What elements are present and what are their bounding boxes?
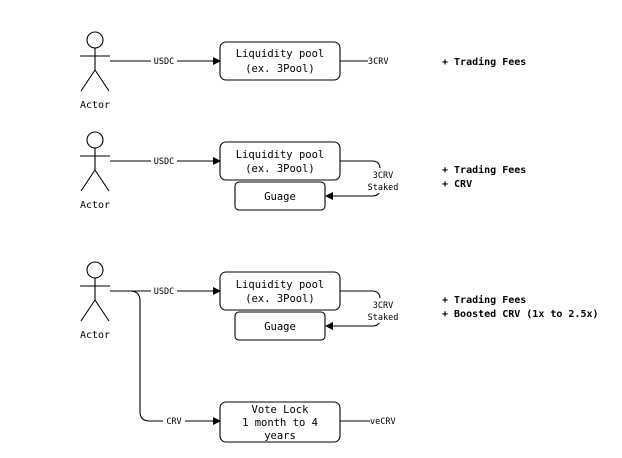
vote-lock-duration-unit: years [264,430,296,442]
usdc-label-1: USDC [154,57,174,67]
vecrv-label: veCRV [370,417,396,427]
actor-1-label: Actor [80,100,110,111]
actor-2-label: Actor [80,200,110,211]
staked-edge-3: 3CRV Staked [325,290,402,330]
vote-lock-box: Vote Lock 1 month to 4 years [219,401,341,443]
crv-edge-3: CRV [129,290,221,427]
staked-label-3-line2: Staked [368,313,399,323]
liquidity-pool-2-subtitle: (ex. 3Pool) [245,163,315,175]
benefit-trading-fees-1: + Trading Fees [442,56,526,68]
benefit-trading-fees-2: + Trading Fees [442,164,526,176]
usdc-label-3: USDC [154,287,174,297]
benefits-2: + Trading Fees + CRV [442,164,526,190]
vecrv-output: veCRV [340,417,396,427]
benefits-1: + Trading Fees [442,56,526,68]
liquidity-pool-2: Liquidity pool (ex. 3Pool) [219,141,341,181]
liquidity-pool-3-title: Liquidity pool [236,279,325,291]
3crv-label-1: 3CRV [368,57,388,67]
crv-label-3: CRV [166,417,181,427]
liquidity-pool-1: Liquidity pool (ex. 3Pool) [219,41,341,81]
actor-3: Actor [80,261,110,341]
benefit-boosted-crv-3: + Boosted CRV (1x to 2.5x) [442,309,599,320]
benefit-trading-fees-3: + Trading Fees [442,294,526,306]
staked-label-3-line1: 3CRV [373,301,393,311]
liquidity-pool-1-subtitle: (ex. 3Pool) [245,63,315,75]
usdc-edge-1: USDC [110,55,221,67]
usdc-label-2: USDC [154,157,174,167]
gauge-3-label: Guage [264,321,296,333]
staked-label-2-line2: Staked [368,183,399,193]
vote-lock-duration: 1 month to 4 [242,417,318,429]
liquidity-pool-3: Liquidity pool (ex. 3Pool) [219,271,341,311]
usdc-edge-2: USDC [110,155,221,167]
actor-3-label: Actor [80,330,110,341]
3crv-output-1: 3CRV [340,57,388,67]
gauge-3: Guage [234,311,326,341]
liquidity-pool-2-title: Liquidity pool [236,149,325,161]
benefits-3: + Trading Fees + Boosted CRV (1x to 2.5x… [442,294,599,320]
staked-edge-2: 3CRV Staked [325,160,402,200]
liquidity-pool-3-subtitle: (ex. 3Pool) [245,293,315,305]
gauge-2: Guage [234,181,326,211]
liquidity-pool-1-title: Liquidity pool [236,48,325,60]
vote-lock-title: Vote Lock [252,404,310,416]
usdc-edge-3: USDC [110,285,221,297]
actor-2: Actor [80,131,110,211]
gauge-2-label: Guage [264,191,296,203]
benefit-crv-2: + CRV [442,179,472,190]
staked-label-2-line1: 3CRV [373,171,393,181]
actor-1: Actor [80,31,110,111]
